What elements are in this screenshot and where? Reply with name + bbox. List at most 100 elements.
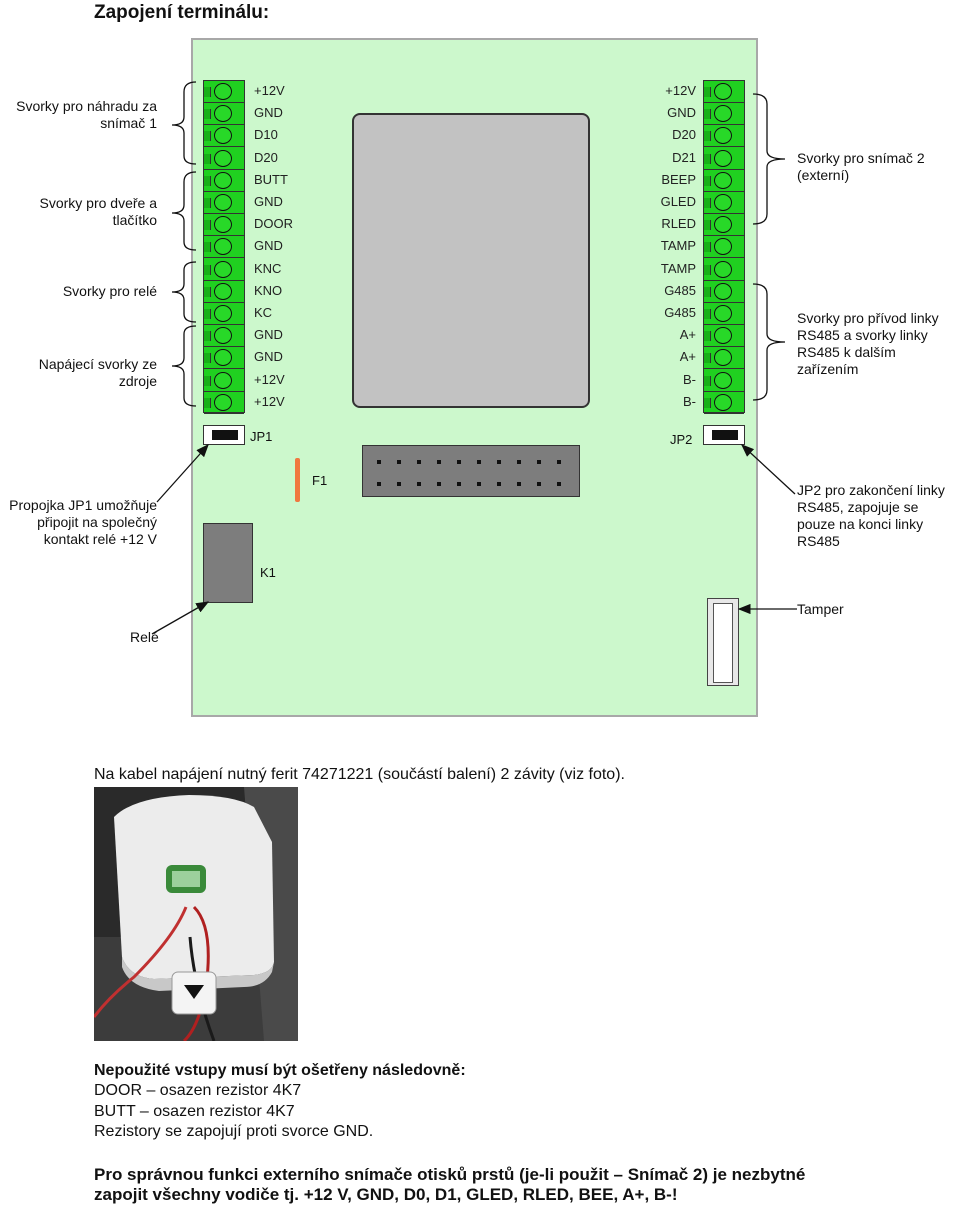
bracket-rs485 <box>752 283 786 401</box>
left-pin-label: +12V <box>254 393 285 409</box>
header-pin <box>397 460 401 464</box>
right-group-label-rs485: Svorky pro přívod linky RS485 a svorky l… <box>797 310 939 377</box>
right-terminal-4 <box>704 170 744 192</box>
left-terminal-0 <box>204 81 244 103</box>
bracket-arrow-layer <box>151 81 797 635</box>
header-pin <box>457 460 461 464</box>
right-pin-label: TAMP <box>660 238 696 254</box>
header-pin <box>417 482 421 486</box>
ferrite-note: Na kabel napájení nutný ferit 74271221 (… <box>94 766 625 783</box>
bracket-reader2 <box>752 93 786 225</box>
left-terminal-7 <box>204 236 244 259</box>
final-note-line2: zapojit všechny vodiče tj. +12 V, GND, D… <box>94 1185 678 1204</box>
right-pin-label: GLED <box>660 194 696 209</box>
left-terminal-9 <box>204 281 244 303</box>
page-title: Zapojení terminálu: <box>94 2 270 23</box>
header-pin <box>537 482 541 486</box>
callout-jp1: Propojka JP1 umožňuje připojit na společ… <box>9 497 157 547</box>
jumper-jp2 <box>703 425 745 445</box>
right-terminal-10 <box>704 303 744 325</box>
right-pin-label: B- <box>683 393 696 409</box>
arrow-jp1 <box>156 444 209 503</box>
left-group-label-door: Svorky pro dveře a tlačítko <box>39 195 158 228</box>
right-terminal-1 <box>704 103 744 126</box>
left-pin-label: D20 <box>254 149 278 165</box>
header-pin <box>397 482 401 486</box>
right-pin-label: TAMP <box>660 260 696 276</box>
bracket-relay <box>171 261 197 323</box>
header-pin <box>477 460 481 464</box>
right-pin-label: D20 <box>672 127 696 143</box>
right-terminal-13 <box>704 370 744 392</box>
left-terminal-4 <box>204 170 244 192</box>
f1-label: F1 <box>312 473 328 488</box>
right-group-label-reader2: Svorky pro snímač 2 (externí) <box>797 150 925 183</box>
left-pin-label: GND <box>254 105 283 121</box>
left-terminal-block <box>203 80 245 414</box>
bracket-power <box>171 325 197 407</box>
right-terminal-12 <box>704 347 744 370</box>
left-pin-label: +12V <box>254 83 285 98</box>
right-terminal-9 <box>704 281 744 303</box>
right-terminal-3 <box>704 148 744 170</box>
header-pin <box>497 460 501 464</box>
right-pin-label: G485 <box>664 305 696 320</box>
header-pin <box>557 460 561 464</box>
unused-line-gnd: Rezistory se zapojují proti svorce GND. <box>94 1123 374 1140</box>
left-terminal-8 <box>204 259 244 281</box>
right-terminal-0 <box>704 81 744 103</box>
right-pin-label: G485 <box>664 282 696 298</box>
right-terminal-2 <box>704 125 744 148</box>
left-pin-label: GND <box>254 238 283 254</box>
left-terminal-2 <box>204 125 244 148</box>
left-terminal-5 <box>204 192 244 214</box>
header-pin <box>537 460 541 464</box>
left-terminal-10 <box>204 303 244 325</box>
right-terminal-8 <box>704 259 744 281</box>
tamper-switch <box>707 598 739 686</box>
right-pin-label: +12V <box>665 83 696 98</box>
left-terminal-14 <box>204 392 244 414</box>
right-terminal-block <box>703 80 745 414</box>
arrow-jp2 <box>741 444 796 495</box>
header-pin <box>377 460 381 464</box>
left-terminal-12 <box>204 347 244 370</box>
right-pin-label: A+ <box>679 327 696 343</box>
left-group-label-relay: Svorky pro relé <box>62 283 157 299</box>
header-pin <box>477 482 481 486</box>
header-pin <box>437 460 441 464</box>
right-pin-label: RLED <box>661 216 696 232</box>
right-terminal-11 <box>704 325 744 348</box>
jp1-label: JP1 <box>250 429 273 444</box>
right-terminal-6 <box>704 214 744 237</box>
right-pin-label: BEEP <box>661 171 696 187</box>
left-group-label-power: Napájecí svorky ze zdroje <box>38 356 157 389</box>
left-pin-label: GND <box>254 194 283 209</box>
fuse-f1 <box>295 458 300 502</box>
left-pin-label: D10 <box>254 127 278 143</box>
right-terminal-5 <box>704 192 744 214</box>
left-terminal-11 <box>204 325 244 348</box>
left-pin-label: KC <box>254 305 273 320</box>
right-pin-label: A+ <box>679 349 696 365</box>
header-pin <box>557 482 561 486</box>
left-terminal-6 <box>204 214 244 237</box>
bracket-door <box>171 171 197 251</box>
ferrite-photo <box>94 787 298 1041</box>
right-pin-label: D21 <box>672 149 696 165</box>
left-terminal-1 <box>204 103 244 126</box>
left-terminal-13 <box>204 370 244 392</box>
k1-label: K1 <box>260 565 276 580</box>
header-pin <box>497 482 501 486</box>
callout-relay: Relé <box>130 629 159 645</box>
unused-line-butt: BUTT – osazen rezistor 4K7 <box>94 1103 295 1120</box>
left-pin-label: GND <box>254 327 283 343</box>
right-pin-label: B- <box>683 371 696 387</box>
jumper-jp1 <box>203 425 245 445</box>
header-pin <box>517 460 521 464</box>
unused-line-door: DOOR – osazen rezistor 4K7 <box>94 1082 302 1099</box>
header-pin <box>517 482 521 486</box>
final-note-line1: Pro správnou funkci externího snímače ot… <box>94 1165 806 1184</box>
header-pin <box>377 482 381 486</box>
jp2-label: JP2 <box>670 432 693 447</box>
